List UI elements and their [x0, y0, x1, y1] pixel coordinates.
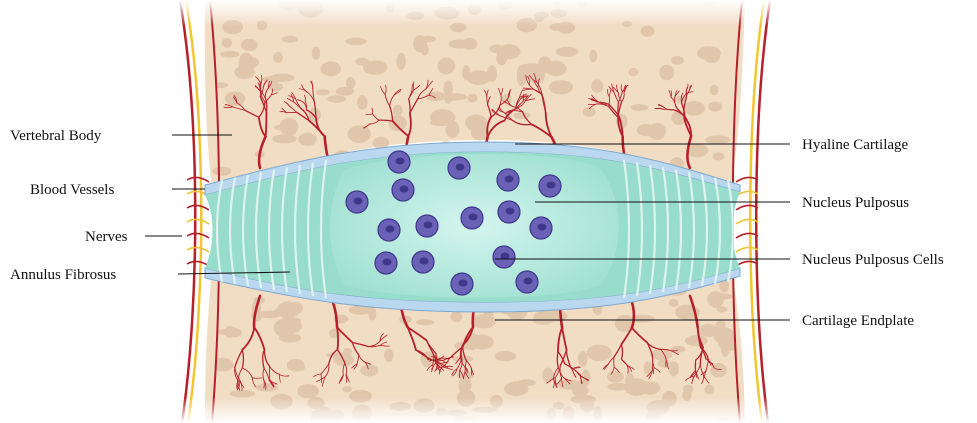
label-nerves: Nerves — [85, 229, 128, 245]
label-blood-vessels: Blood Vessels — [30, 182, 114, 198]
cell-nucleus — [354, 198, 363, 205]
cell-nucleus — [424, 222, 433, 229]
label-annulus-fibrosus: Annulus Fibrosus — [10, 267, 116, 283]
cell-nucleus — [396, 158, 405, 165]
cell-nucleus — [505, 176, 514, 183]
label-cartilage-endplate: Cartilage Endplate — [802, 313, 914, 329]
cell-nucleus — [420, 258, 429, 265]
cell-nucleus — [524, 278, 533, 285]
cell-nucleus — [538, 224, 547, 231]
label-vertebral-body: Vertebral Body — [10, 128, 102, 144]
cell-nucleus — [386, 226, 395, 233]
label-hyaline-cartilage: Hyaline Cartilage — [802, 137, 909, 153]
cell-nucleus — [400, 186, 409, 193]
intervertebral-disc — [205, 142, 740, 312]
cell-nucleus — [383, 259, 392, 266]
label-nucleus-pulposus: Nucleus Pulposus — [802, 195, 909, 211]
cell-nucleus — [459, 280, 468, 287]
cell-nucleus — [469, 214, 478, 221]
cell-nucleus — [456, 164, 465, 171]
label-nucleus-pulposus-cells: Nucleus Pulposus Cells — [802, 252, 944, 268]
cell-nucleus — [506, 208, 515, 215]
cell-nucleus — [547, 182, 556, 189]
